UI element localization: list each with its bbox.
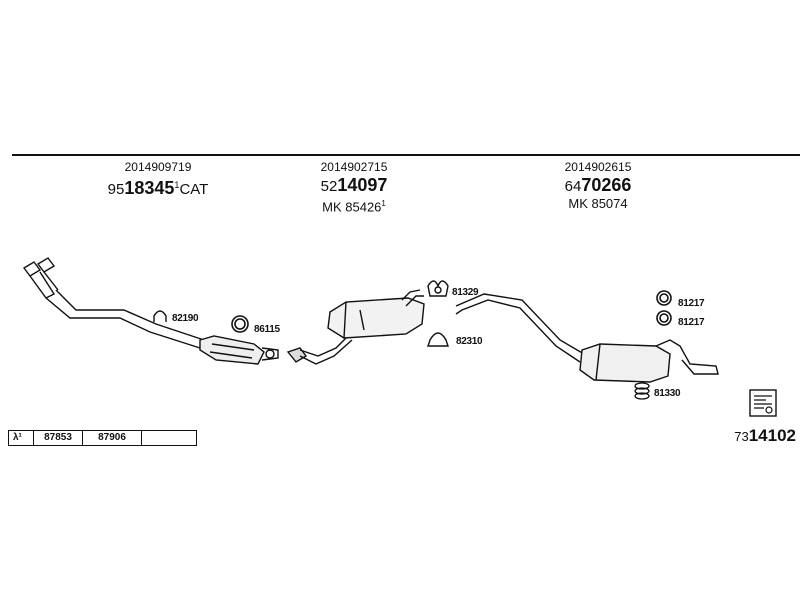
clamp-icon[interactable] <box>153 310 167 322</box>
part-number[interactable]: 5214097 <box>320 175 388 195</box>
manual-book-icon[interactable] <box>748 388 778 418</box>
mk-number: MK 854261 <box>322 199 386 215</box>
ring-icon[interactable] <box>231 315 249 333</box>
part-number[interactable]: 6470266 <box>564 175 632 195</box>
lambda-part-1[interactable]: 87853 <box>34 431 83 445</box>
rubber-hanger-icon[interactable] <box>427 280 449 297</box>
bracket-icon[interactable] <box>427 332 449 347</box>
ring-icon[interactable] <box>656 310 672 326</box>
lambda-part-3 <box>142 431 196 445</box>
oem-number: 2014902615 <box>564 160 632 174</box>
label-86115: 86115 <box>254 324 280 335</box>
label-81330: 81330 <box>654 388 681 399</box>
header-divider <box>12 154 800 156</box>
reference-number: 7314102 <box>734 426 796 445</box>
label-81217-b: 81217 <box>678 317 705 328</box>
label-81329: 81329 <box>452 287 479 298</box>
middle-muffler-part[interactable] <box>286 289 425 365</box>
label-82310: 82310 <box>456 336 483 347</box>
label-82190: 82190 <box>172 313 199 324</box>
oem-number: 2014909719 <box>124 160 192 174</box>
lambda-sensor-table: λ¹ 87853 87906 <box>8 430 197 446</box>
lambda-part-2[interactable]: 87906 <box>83 431 142 445</box>
lambda-sensor-icon: λ¹ <box>9 431 34 445</box>
mk-number: MK 85074 <box>568 196 628 211</box>
section-header-middle: 2014902715 5214097 MK 854261 <box>254 160 454 215</box>
ring-icon[interactable] <box>656 290 672 306</box>
label-81217-a: 81217 <box>678 298 705 309</box>
rear-muffler-part[interactable] <box>455 293 719 383</box>
section-header-rear: 2014902615 6470266 MK 85074 <box>498 160 698 212</box>
oem-number: 2014902715 <box>320 160 388 174</box>
rubber-mount-icon[interactable] <box>634 382 650 400</box>
section-header-front: 2014909719 95183451CAT <box>58 160 258 199</box>
part-number[interactable]: 95183451CAT <box>107 178 209 198</box>
front-pipe-part[interactable] <box>22 257 279 365</box>
